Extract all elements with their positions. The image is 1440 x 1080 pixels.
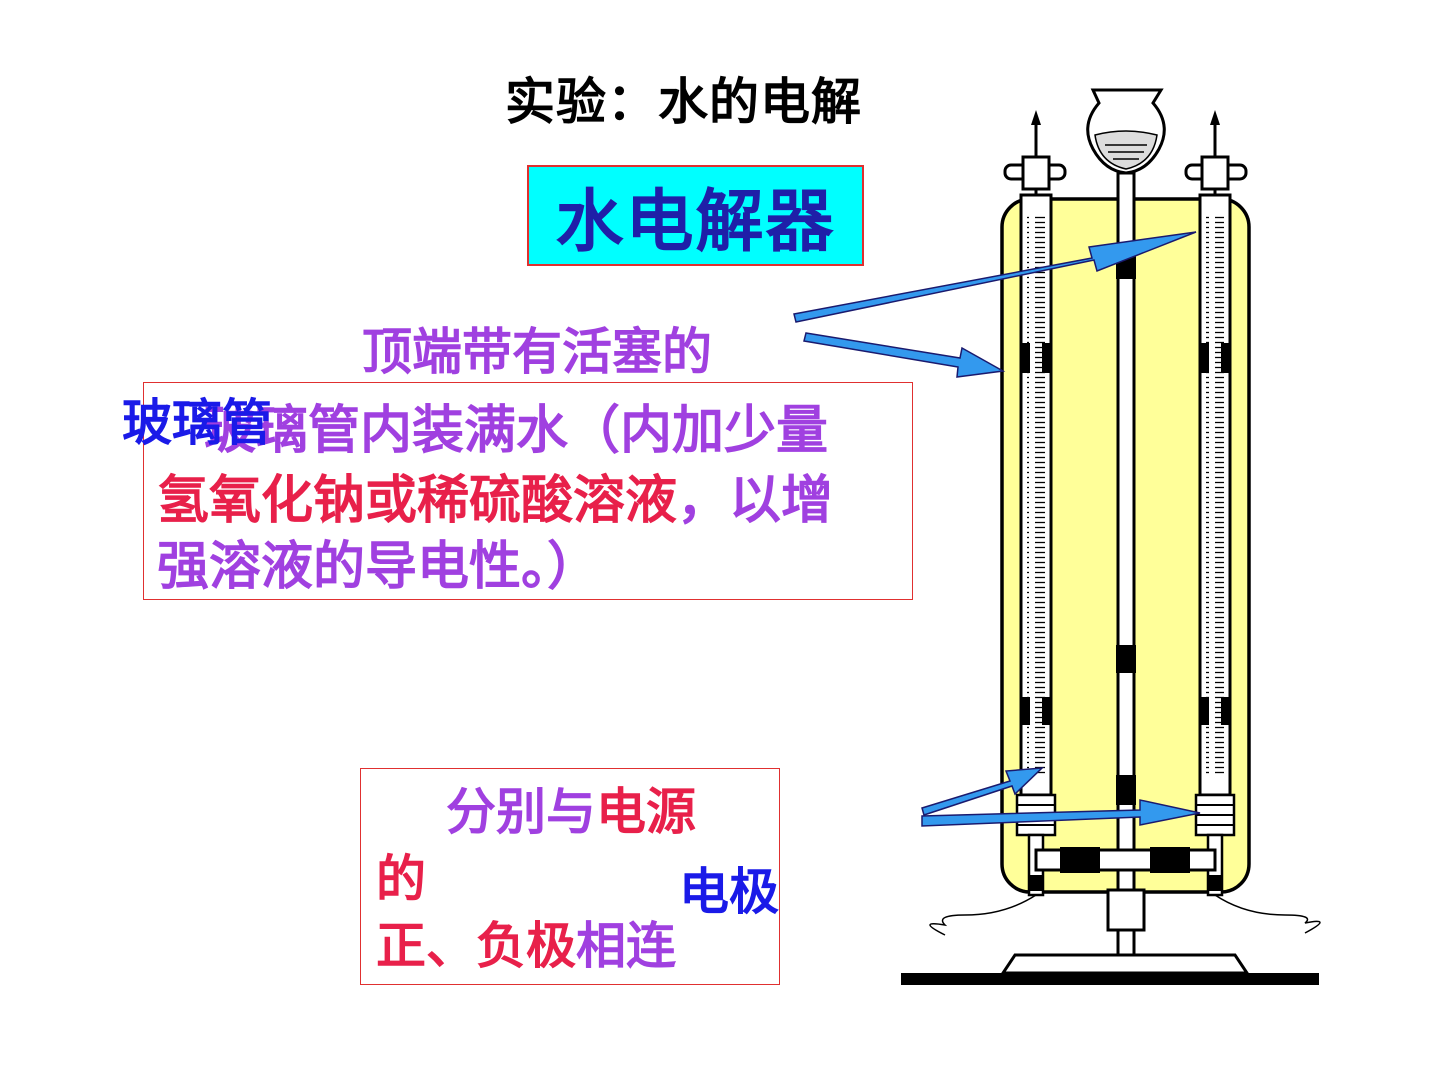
stopcock-label: 顶端带有活塞的 [362,322,712,381]
connection-line-3-tail: 相连 [576,916,676,975]
arrow-to-left-electrode [921,767,1045,816]
connection-box: 分别与电源 的 正、负极相连 电极 [360,768,780,985]
device-name-box: 水电解器 [527,165,864,266]
connection-line-1: 分别与电源 [446,787,696,837]
right-wire [1214,894,1321,934]
device-name-label: 水电解器 [555,182,836,262]
glass-tube-label: 玻璃管 [122,393,272,452]
description-line-2: 氢氧化钠或稀硫酸溶液，以增 [157,475,833,527]
arrow-to-right-stopcock [793,231,1197,323]
description-line-3: 强溶液的导电性。） [157,536,600,597]
connection-line-3: 正、负极相连 [376,921,676,971]
description-line-1: 玻璃管内装满水（内加少量 [204,400,829,461]
arrow-to-left-tube [803,332,1006,378]
hofmann-apparatus-diagram [901,88,1321,985]
description-line-2-solution: 氢氧化钠或稀硫酸溶液 [157,470,678,531]
connection-line-1-text: 分别与 [446,782,596,841]
connection-line-3-poles: 正、负极 [376,916,576,975]
connector-clamp [1060,847,1100,873]
description-line-2-tail: ，以增 [677,470,834,531]
slide-title: 实验：水的电解 [505,72,862,131]
stand-post [1106,888,1146,932]
reservoir-funnel [1086,88,1166,175]
connection-line-1-power: 电源 [596,782,696,841]
connector-clamp [1150,847,1190,873]
description-box: 玻璃管内装满水（内加少量 氢氧化钠或稀硫酸溶液，以增 强溶液的导电性。） [143,382,913,600]
electrode-label: 电极 [679,862,779,921]
center-clamp [1116,775,1136,805]
center-clamp [1116,645,1136,673]
table-surface [901,973,1319,985]
arrow-to-right-electrode [921,799,1201,827]
right-burette [1184,110,1248,897]
left-wire [929,894,1037,936]
connection-line-2: 的 [376,849,426,908]
